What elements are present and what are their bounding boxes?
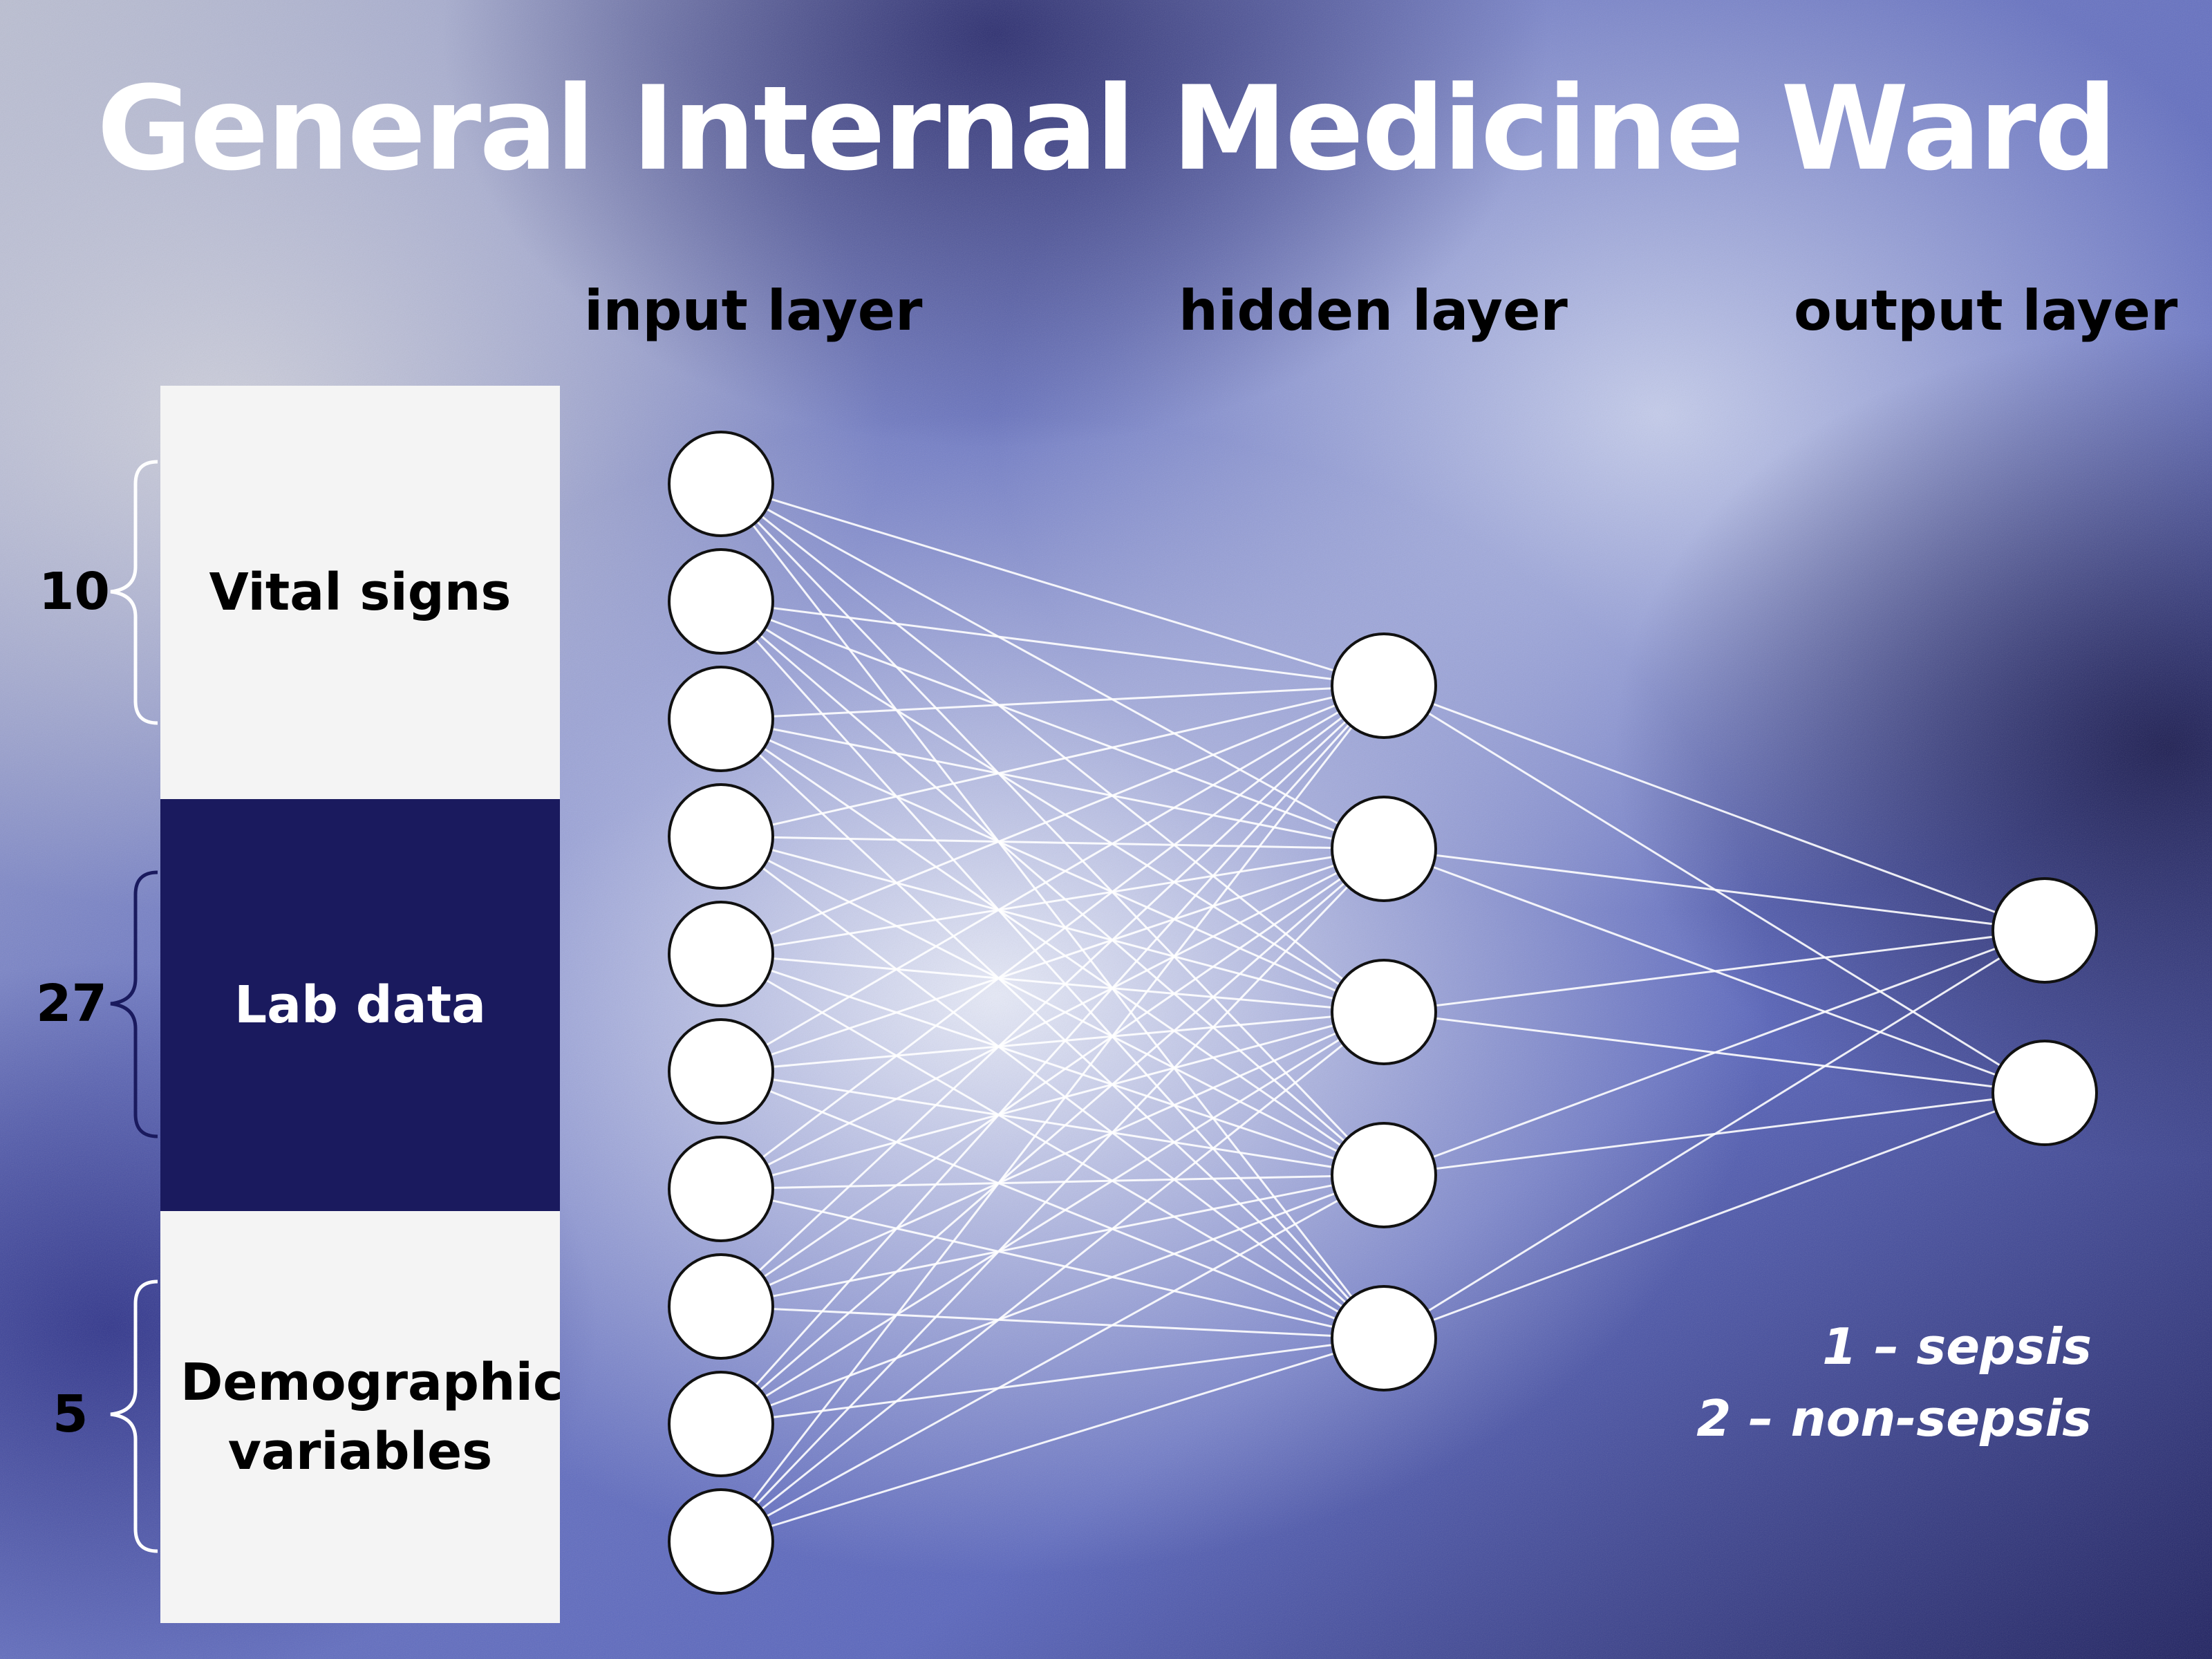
connection-line (720, 1337, 1385, 1425)
output-layer-label: output layer (1794, 279, 2178, 343)
connection-line (1383, 929, 2045, 1177)
connection-line (720, 835, 1385, 850)
input-node (668, 1488, 774, 1595)
connection-line (720, 847, 1385, 1543)
connection-line (720, 1174, 1385, 1190)
hidden-node (1331, 796, 1437, 902)
vital-signs-brace (110, 460, 158, 725)
connection-line (720, 482, 1385, 1013)
connection-line (720, 1188, 1385, 1340)
output-legend: 1 – sepsis 2 – non-sepsis (1696, 1311, 2092, 1454)
input-node (668, 1018, 774, 1125)
input-node (668, 1253, 774, 1360)
connection-line (720, 482, 1385, 850)
lab-data-brace (110, 870, 158, 1138)
connection-line (720, 835, 1385, 1340)
connection-line (1383, 684, 2045, 932)
input-node (668, 901, 774, 1007)
output-legend-sepsis: 1 – sepsis (1822, 1318, 2092, 1376)
connection-line (720, 685, 1385, 1542)
output-node (1991, 877, 2098, 984)
connection-line (720, 482, 1385, 687)
demographic-label: Demographic variables (180, 1353, 563, 1481)
vital-signs-label: Vital signs (209, 563, 512, 622)
connection-line (720, 600, 1385, 687)
connection-line (720, 482, 1385, 1177)
connection-line (720, 835, 1385, 1013)
connection-line (720, 1011, 1385, 1425)
input-node (668, 1371, 774, 1477)
connection-line (720, 847, 1385, 1308)
connection-line (720, 1011, 1385, 1308)
connection-line (720, 684, 1385, 720)
output-node (1991, 1040, 2098, 1146)
input-node (668, 666, 774, 772)
lab-data-count: 27 (36, 974, 107, 1033)
connection-line (1383, 1091, 2045, 1340)
connection-line (720, 835, 1385, 1177)
connection-line (720, 847, 1385, 1073)
connection-line (720, 953, 1385, 1177)
connection-line (1383, 929, 2045, 1013)
demographic-brace (110, 1280, 158, 1553)
connection-line (720, 847, 1385, 1190)
hidden-node (1331, 632, 1437, 739)
connection-line (720, 847, 1385, 1425)
connection-line (720, 1011, 1385, 1190)
lab-data-panel: Lab data (160, 799, 560, 1211)
input-node (668, 548, 774, 655)
connection-line (720, 1011, 1385, 1073)
hidden-node (1331, 1122, 1437, 1228)
vital-signs-count: 10 (39, 562, 110, 621)
connection-line (720, 1070, 1385, 1177)
input-node (668, 431, 774, 537)
connection-line (720, 684, 1385, 1425)
connection-line (720, 1070, 1385, 1340)
output-legend-non-sepsis: 2 – non-sepsis (1696, 1389, 2092, 1447)
connection-line (720, 1337, 1385, 1543)
connection-line (720, 1305, 1385, 1340)
connection-line (720, 684, 1385, 838)
connection-line (720, 1174, 1385, 1543)
connection-line (720, 1174, 1385, 1425)
connection-line (720, 953, 1385, 1340)
lab-data-label: Lab data (234, 975, 487, 1035)
vital-signs-panel: Vital signs (160, 386, 560, 799)
connection-line (1383, 929, 2045, 1340)
connection-line (720, 684, 1385, 1073)
page-title: General Internal Medicine Ward (97, 61, 2117, 196)
connection-line (720, 1011, 1385, 1543)
connection-line (1383, 847, 2045, 932)
connection-line (720, 953, 1385, 1013)
hidden-layer-label: hidden layer (1179, 279, 1568, 343)
connection-line (720, 847, 1385, 955)
hidden-node (1331, 959, 1437, 1065)
connection-line (720, 483, 1385, 1339)
demographic-count: 5 (53, 1385, 88, 1444)
input-layer-label: input layer (584, 279, 923, 343)
connection-line (720, 684, 1385, 955)
demographic-panel: Demographic variables (160, 1211, 563, 1623)
input-node (668, 783, 774, 890)
connection-line (720, 684, 1385, 1308)
connection-line (720, 1174, 1385, 1308)
connection-line (720, 600, 1385, 1340)
connection-line (720, 600, 1385, 1013)
connection-line (720, 684, 1385, 1190)
connection-line (720, 718, 1385, 1177)
input-node (668, 1136, 774, 1242)
hidden-node (1331, 1285, 1437, 1391)
